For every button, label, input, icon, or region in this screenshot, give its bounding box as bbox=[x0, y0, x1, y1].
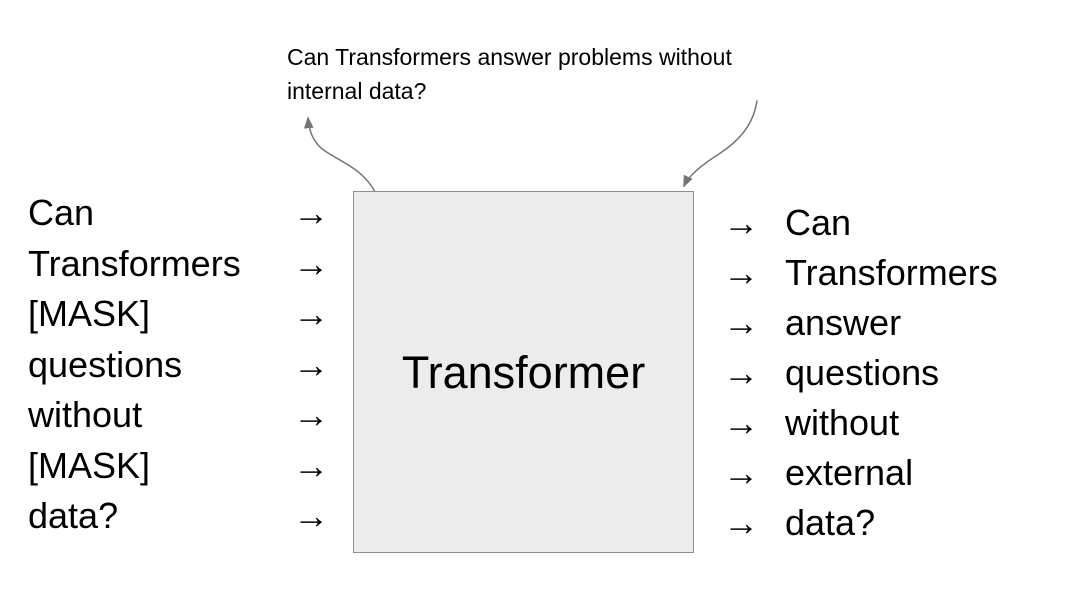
curved-arrow-right bbox=[683, 100, 758, 188]
arrow-icon: → bbox=[723, 452, 759, 493]
arrow-icon: → bbox=[293, 242, 329, 284]
arrow-icon: → bbox=[293, 343, 329, 385]
arrow-icon: → bbox=[293, 444, 329, 486]
output-token-label: external bbox=[785, 452, 914, 493]
transformer-box: Transformer bbox=[353, 191, 694, 553]
input-token-label: Can bbox=[28, 192, 95, 234]
input-token-column: Can → Transformers → [MASK] → questions … bbox=[28, 188, 329, 542]
output-token-label: without bbox=[785, 402, 900, 443]
output-token-label: answer bbox=[785, 302, 902, 343]
arrow-icon: → bbox=[293, 293, 329, 335]
arrow-icon: → bbox=[723, 402, 759, 443]
input-token-label: Transformers bbox=[28, 242, 241, 284]
input-token-label: [MASK] bbox=[28, 444, 151, 486]
input-token-label: [MASK] bbox=[28, 293, 151, 335]
arrow-icon: → bbox=[723, 502, 759, 543]
transformer-box-label: Transformer bbox=[401, 346, 646, 398]
input-token-label: questions bbox=[28, 343, 183, 385]
arrow-icon: → bbox=[293, 394, 329, 436]
annotation-caption-line-2: internal data? bbox=[287, 78, 427, 104]
arrow-icon: → bbox=[293, 192, 329, 234]
curved-arrow-left bbox=[303, 116, 376, 193]
input-token-label: without bbox=[28, 394, 143, 436]
arrow-icon: → bbox=[293, 495, 329, 537]
annotation-caption-line-1: Can Transformers answer problems without bbox=[287, 44, 732, 70]
output-token-label: questions bbox=[785, 352, 940, 393]
annotation-caption: Can Transformers answer problems without… bbox=[287, 40, 732, 108]
output-token-label: Transformers bbox=[785, 252, 998, 293]
arrow-icon: → bbox=[723, 202, 759, 243]
output-token-label: Can bbox=[785, 202, 852, 243]
output-token-column: → Can → Transformers → answer → question… bbox=[723, 198, 998, 548]
arrow-icon: → bbox=[723, 302, 759, 343]
input-token-label: data? bbox=[28, 495, 119, 537]
arrow-icon: → bbox=[723, 352, 759, 393]
arrow-icon: → bbox=[723, 252, 759, 293]
output-token-label: data? bbox=[785, 502, 876, 543]
